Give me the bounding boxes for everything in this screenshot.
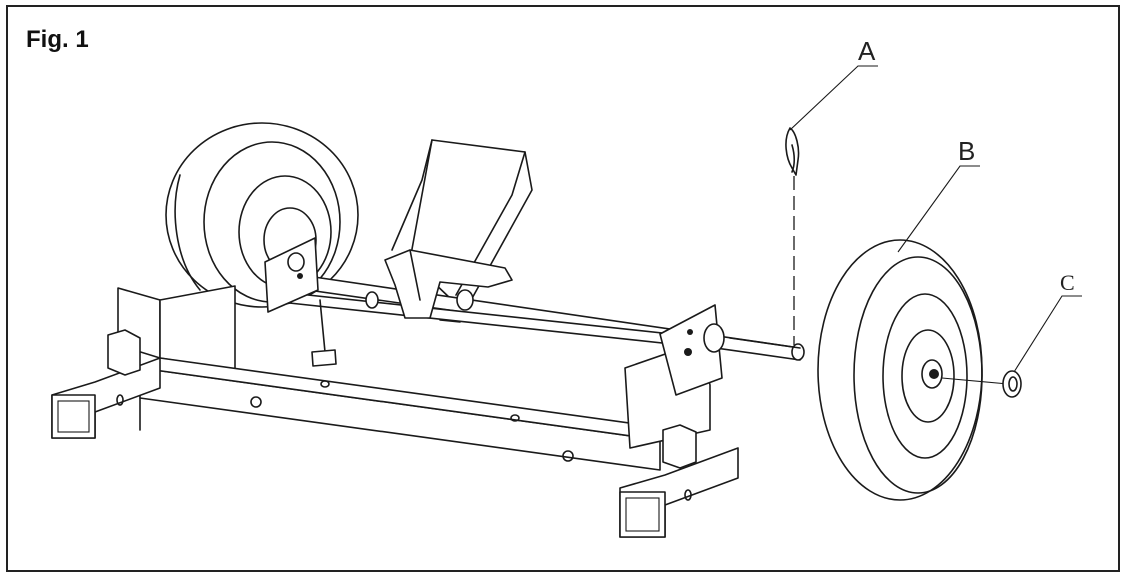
frame-rail <box>139 357 681 471</box>
part-a-hitch-pin <box>785 127 800 345</box>
part-c-washer <box>1002 370 1022 398</box>
leader-lines <box>789 65 1082 373</box>
right-cross-tube <box>619 447 739 538</box>
left-cross-tube <box>51 329 161 439</box>
part-b-wheel <box>817 239 1009 501</box>
seat-clamp <box>365 249 513 323</box>
cross-rod <box>279 291 691 347</box>
bolt <box>311 299 337 367</box>
figure-title: Fig. 1 <box>26 26 89 53</box>
callout-label-b: B <box>958 136 975 166</box>
axle <box>279 271 805 361</box>
callout-label-c: C <box>1060 270 1075 295</box>
right-bracket <box>624 304 725 469</box>
callout-label-a: A <box>858 36 876 66</box>
left-bracket <box>117 237 319 371</box>
